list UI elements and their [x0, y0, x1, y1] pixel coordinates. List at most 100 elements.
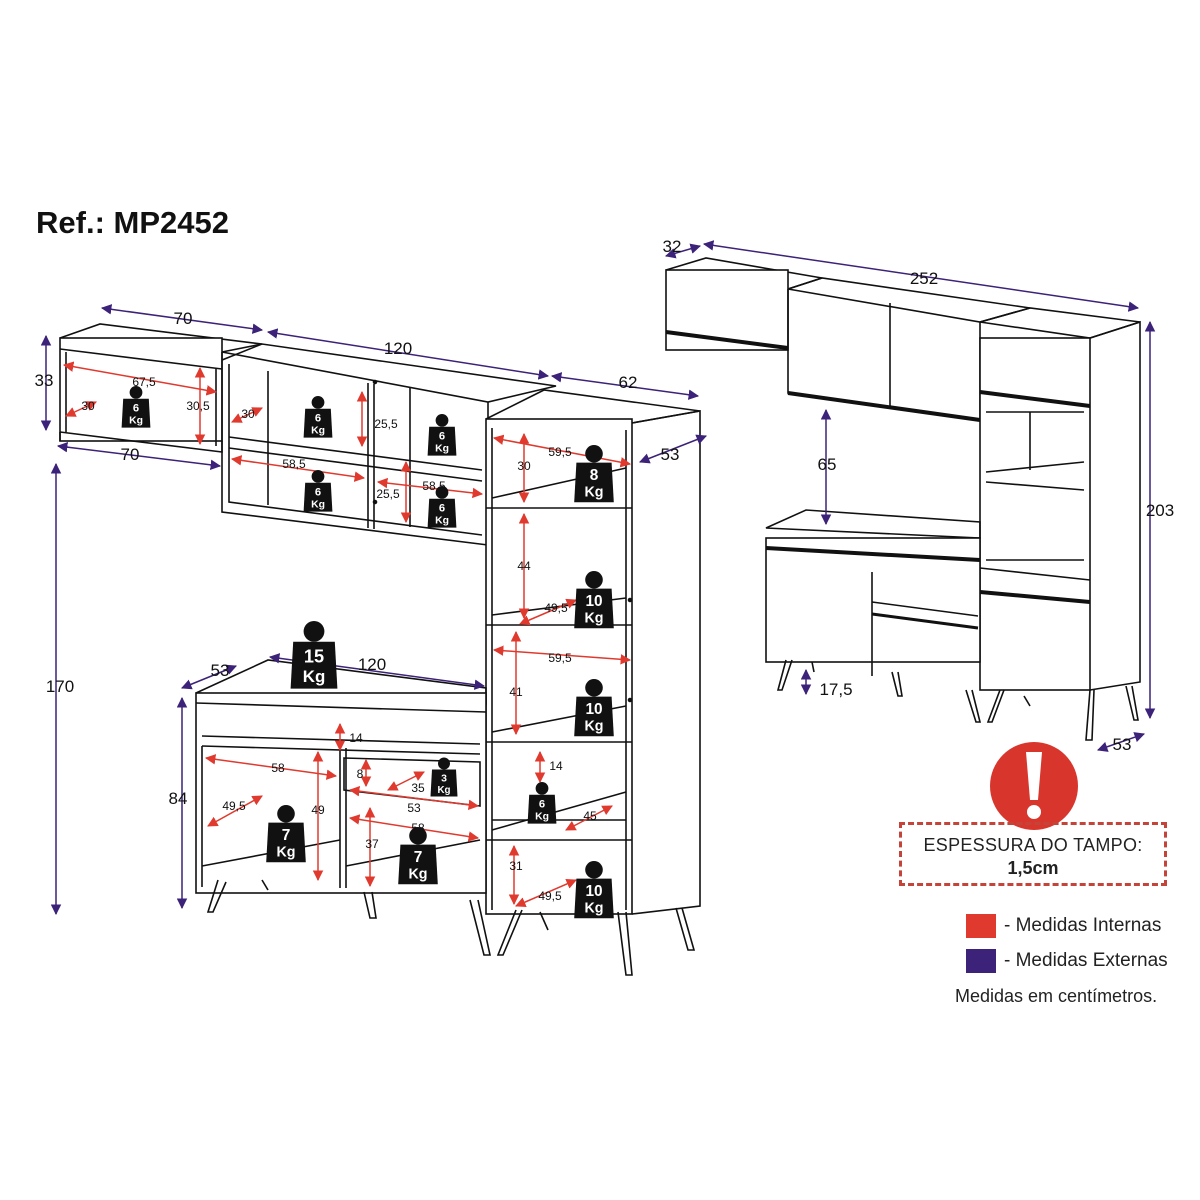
dimension-label: 84	[169, 789, 188, 808]
weight-value: 3	[441, 773, 447, 785]
external-dimension-lines	[40, 240, 1156, 916]
dimension-label: 120	[358, 655, 386, 674]
dimension-label: 32	[663, 237, 682, 256]
dimension-label: 53	[661, 445, 680, 464]
notice-value: 1,5cm	[1007, 858, 1059, 878]
weight-unit: Kg	[435, 516, 449, 527]
dimension-label: 53	[211, 661, 230, 680]
reference-title: Ref.: MP2452	[36, 205, 229, 240]
leg	[675, 907, 696, 951]
legend-swatch-internal	[966, 914, 996, 938]
weight-unit: Kg	[435, 444, 449, 455]
dimension-label: 62	[619, 373, 638, 392]
weight-unit: Kg	[129, 416, 143, 427]
dimension-label: 41	[509, 685, 523, 699]
dimension-label: 67,5	[132, 375, 156, 389]
dimension-label: 59,5	[548, 651, 572, 665]
weight-unit: Kg	[584, 611, 603, 627]
dimension-label: 49,5	[222, 799, 246, 813]
dimension-label: 30	[81, 399, 95, 413]
weight-value: 6	[133, 403, 139, 415]
dimension-label: 14	[549, 759, 563, 773]
legend-swatch-external	[966, 949, 996, 973]
weight-icon: 6Kg	[303, 396, 333, 438]
dimension-label: 70	[174, 309, 193, 328]
dimension-label: 25,5	[374, 417, 398, 431]
right-view-structure	[665, 257, 1141, 741]
dimension-label: 33	[35, 371, 54, 390]
leg	[539, 911, 549, 931]
weight-value: 6	[439, 503, 445, 515]
weight-value: 15	[304, 647, 324, 667]
weight-unit: Kg	[408, 867, 427, 883]
weight-value: 10	[585, 701, 602, 718]
dimension-label: 31	[509, 859, 523, 873]
dimension-label: 170	[46, 677, 74, 696]
leg	[261, 879, 269, 891]
weight-value: 6	[315, 487, 321, 499]
dimension-label: 252	[910, 269, 938, 288]
dimension-label: 30	[517, 459, 531, 473]
weight-value: 10	[585, 883, 602, 900]
dimension-label: 53	[407, 801, 421, 815]
weight-icon: 3Kg	[430, 757, 458, 797]
mid-cabinet-shelf	[228, 436, 483, 471]
leg	[469, 899, 491, 956]
dimension-label: 65	[818, 455, 837, 474]
dimension-label: 14	[349, 731, 363, 745]
weight-unit: Kg	[584, 901, 603, 917]
weight-icon: 7Kg	[266, 805, 306, 863]
dimension-label: 45	[583, 809, 597, 823]
warning-icon	[990, 742, 1078, 830]
weight-icon: 6Kg	[303, 470, 333, 512]
weight-unit: Kg	[311, 426, 325, 437]
dimension-label: 37	[365, 837, 379, 851]
weight-icon: 8Kg	[574, 445, 614, 503]
weight-unit: Kg	[584, 485, 603, 501]
dimension-label: 59,5	[548, 445, 572, 459]
dimension-label: 25,5	[376, 487, 400, 501]
weight-icon: 6Kg	[121, 386, 151, 428]
dimension-label: 49,5	[538, 889, 562, 903]
weight-value: 6	[439, 431, 445, 443]
dimension-label: 53	[1113, 735, 1132, 754]
dimension-label: 49,5	[544, 601, 568, 615]
dimension-label: 120	[384, 339, 412, 358]
legend-label: - Medidas Internas	[1004, 915, 1162, 936]
dimension-label: 8	[357, 767, 364, 781]
weight-unit: Kg	[311, 500, 325, 511]
units-note: Medidas em centímetros.	[955, 986, 1158, 1006]
weight-value: 6	[315, 413, 321, 425]
dimension-label: 203	[1146, 501, 1174, 520]
internal-dimension-lines	[62, 361, 632, 908]
weight-value: 6	[539, 799, 545, 811]
dimension-label: 58	[271, 761, 285, 775]
weight-value: 7	[414, 849, 423, 866]
weight-icon: 6Kg	[427, 414, 457, 456]
dimension-label: 49	[311, 803, 325, 817]
tower-right	[979, 337, 1091, 691]
weight-icon: 7Kg	[398, 827, 438, 885]
dimension-label: 44	[517, 559, 531, 573]
dimension-label: 58,5	[282, 457, 306, 471]
base-drawer	[343, 757, 481, 807]
weight-unit: Kg	[276, 845, 295, 861]
weight-value: 7	[282, 827, 291, 844]
weight-unit: Kg	[584, 719, 603, 735]
leg	[496, 909, 523, 956]
countertop-thickness-notice: ESPESSURA DO TAMPO: 1,5cm	[899, 822, 1167, 886]
dimension-label: 17,5	[819, 680, 852, 699]
weight-unit: Kg	[535, 812, 549, 823]
legend-external: - Medidas Externas	[966, 949, 1168, 973]
weight-value: 8	[590, 467, 599, 484]
weight-icon: 6Kg	[527, 782, 557, 824]
weight-icon: 6Kg	[427, 486, 457, 528]
notice-title: ESPESSURA DO TAMPO:	[923, 835, 1143, 855]
dimension-label: 35	[411, 781, 425, 795]
